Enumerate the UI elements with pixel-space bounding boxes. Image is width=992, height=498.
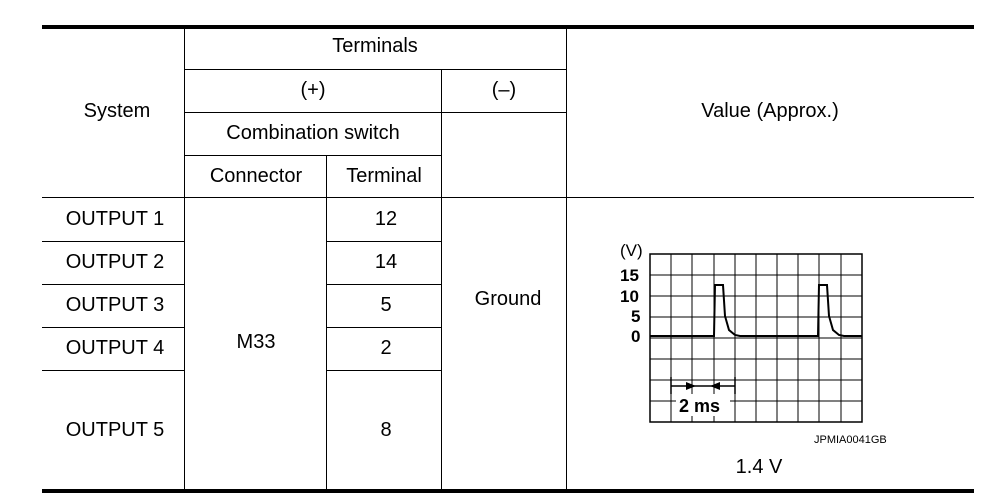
row-divider xyxy=(184,112,566,113)
terminal-output-5: 8 xyxy=(380,419,392,441)
row-divider xyxy=(326,241,441,242)
waveform-figure: (V) 15 10 5 0 2 ms JPMIA0041GB xyxy=(602,236,922,456)
row-divider xyxy=(326,284,441,285)
terminal-output-2: 14 xyxy=(374,251,398,273)
system-output-5: OUTPUT 5 xyxy=(65,419,165,441)
row-divider xyxy=(184,69,566,70)
header-plus: (+) xyxy=(300,79,326,101)
header-combination-switch: Combination switch xyxy=(226,122,400,144)
terminal-output-1: 12 xyxy=(374,208,398,230)
system-output-2: OUTPUT 2 xyxy=(65,251,165,273)
column-divider xyxy=(326,155,327,491)
table-bottom-rule xyxy=(42,489,974,493)
row-divider xyxy=(326,370,441,371)
column-divider xyxy=(184,27,185,491)
row-divider xyxy=(42,327,184,328)
y-tick-10: 10 xyxy=(620,287,639,306)
waveform-trace xyxy=(650,284,862,337)
column-divider xyxy=(566,27,567,491)
row-divider xyxy=(42,241,184,242)
y-tick-5: 5 xyxy=(631,307,640,326)
ground-value: Ground xyxy=(474,288,542,310)
system-output-3: OUTPUT 3 xyxy=(65,294,165,316)
header-connector: Connector xyxy=(209,165,303,187)
terminal-output-3: 5 xyxy=(380,294,392,316)
waveform-value: 1.4 V xyxy=(735,456,783,478)
connector-value: M33 xyxy=(236,331,276,353)
header-terminal: Terminal xyxy=(346,165,422,187)
time-label: 2 ms xyxy=(679,396,720,416)
row-divider xyxy=(42,284,184,285)
system-output-1: OUTPUT 1 xyxy=(65,208,165,230)
unit-label: (V) xyxy=(620,241,643,260)
terminal-output-4: 2 xyxy=(380,337,392,359)
header-system: System xyxy=(83,100,151,122)
row-divider xyxy=(326,327,441,328)
row-divider xyxy=(42,370,184,371)
row-divider xyxy=(184,155,441,156)
header-terminals: Terminals xyxy=(332,35,418,57)
y-tick-0: 0 xyxy=(631,327,640,346)
table-top-rule xyxy=(42,25,974,29)
header-bottom-rule xyxy=(42,197,974,198)
column-divider xyxy=(441,69,442,491)
waveform-svg: (V) 15 10 5 0 2 ms JPMIA0041GB xyxy=(620,241,887,446)
y-tick-15: 15 xyxy=(620,266,639,285)
time-label-background xyxy=(676,394,730,416)
header-minus: (–) xyxy=(491,79,517,101)
system-output-4: OUTPUT 4 xyxy=(65,337,165,359)
figure-code: JPMIA0041GB xyxy=(814,434,887,446)
time-span-marker xyxy=(670,377,736,394)
header-value: Value (Approx.) xyxy=(701,100,839,122)
